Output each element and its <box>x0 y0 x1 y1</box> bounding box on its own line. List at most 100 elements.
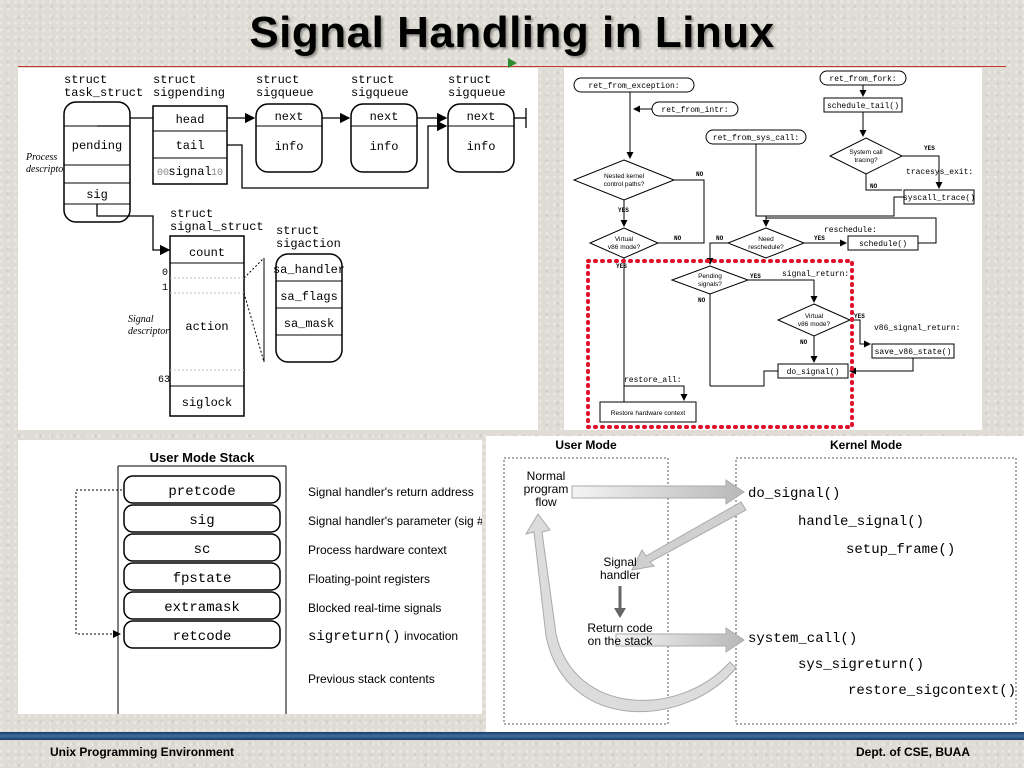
flow-ret-from-exception <box>573 77 695 93</box>
flow-schedule-text: schedule() <box>859 240 907 249</box>
slide-marker-icon <box>508 58 517 68</box>
flow-label-no-3: NO <box>716 235 724 242</box>
user-stack-heading: User Mode Stack <box>150 450 256 465</box>
flow-syscall-trace-text: syscall_trace() <box>903 194 975 203</box>
stack-label-retcode-text: invocation <box>404 629 458 643</box>
normal-flow-text-1: Normal <box>527 469 566 483</box>
pending-bits-start: 00 <box>157 168 169 179</box>
return-arc-arrow <box>524 513 737 713</box>
stack-cell-fpstate <box>123 562 281 591</box>
stack-cell-fpstate-text: fpstate <box>173 571 232 587</box>
signal-field-siglock: siglock <box>182 396 232 410</box>
normal-flow-text-3: flow <box>535 495 557 509</box>
user-stack-diagram: User Mode Stack pretcode sig sc fpstate … <box>75 450 488 714</box>
flow-restore-hw-text: Restore hardware context <box>611 410 686 417</box>
signal-descriptor-label-2: descriptor <box>128 326 169 337</box>
highlight-region <box>586 259 854 429</box>
flow-do-signal-text: do_signal() <box>787 368 840 377</box>
flow-label-no-1: NO <box>696 171 704 178</box>
k-setup-frame: setup_frame() <box>846 542 955 558</box>
flow-schedule-tail-text: schedule_tail() <box>827 102 899 111</box>
flow-virtual-2-text-2: v86 mode? <box>798 321 831 328</box>
flow-nested-kernel-text-1: Nested kernel <box>604 173 645 180</box>
page-title: Signal Handling in Linux <box>249 8 775 57</box>
flow-label-yes-4: YES <box>750 273 761 280</box>
flow-need-reschedule <box>726 227 806 259</box>
flow-label-yes-6: YES <box>924 145 935 152</box>
flow-ret-from-exception-text: ret_from_exception: <box>588 82 679 91</box>
sigqueue-3-next: next <box>467 110 496 124</box>
arrow-to-handler <box>631 501 747 571</box>
flow-label-yes-5: YES <box>854 313 865 320</box>
sigqueue2-label-2: sigqueue <box>351 86 409 100</box>
flow-need-reschedule-text-1: Need <box>758 236 774 243</box>
flow-nested-kernel <box>572 159 676 201</box>
flow-reschedule-label: reschedule: <box>824 226 877 235</box>
user-mode-heading: User Mode <box>555 438 617 452</box>
stack-cell-sig <box>123 504 281 533</box>
flow-tracesys-exit: tracesys_exit: <box>906 168 973 177</box>
stack-label-sc: Process hardware context <box>308 543 447 557</box>
flow-virtual-2-text-1: Virtual <box>805 313 824 320</box>
stack-cell-retcode <box>123 620 281 649</box>
flow-label-no-5: NO <box>800 339 808 346</box>
task-field-pending: pending <box>72 139 122 153</box>
stack-label-extramask: Blocked real-time signals <box>308 601 441 615</box>
sigqueue-1: next info <box>255 103 323 173</box>
flow-virtual-2 <box>776 303 852 337</box>
footer-right: Dept. of CSE, BUAA <box>856 745 970 759</box>
sigqueue3-label-2: sigqueue <box>448 86 506 100</box>
sigaction-field-mask: sa_mask <box>284 317 334 331</box>
sigaction-label-2: sigaction <box>276 237 341 251</box>
sigqueue-3: next info <box>447 103 515 173</box>
arrow-to-do-signal <box>571 479 745 505</box>
flow-restore-hw <box>599 401 697 423</box>
signal-index-63: 63 <box>158 375 170 386</box>
return-flowchart: ret_from_exception: ret_from_intr: ret_f… <box>572 70 975 429</box>
process-descriptor-label-2: descriptor <box>26 164 67 175</box>
signal-index-1: 1 <box>162 283 168 294</box>
stack-cell-retcode-text: retcode <box>173 629 232 645</box>
descriptor-diagram-panel: struct task_struct struct sigpending str… <box>18 68 538 430</box>
flow-label-yes-2: YES <box>814 235 825 242</box>
sigqueue-2-next: next <box>370 110 399 124</box>
sigaction-field-flags: sa_flags <box>280 290 338 304</box>
pending-field-tail: tail <box>176 139 205 153</box>
flowchart-panel: ret_from_exception: ret_from_intr: ret_f… <box>564 68 982 430</box>
flow-label-no-2: NO <box>674 235 682 242</box>
sigqueue2-label-1: struct <box>351 73 394 87</box>
sigqueue-3-info: info <box>467 140 496 154</box>
stack-cell-extramask <box>123 591 281 620</box>
stack-cell-pretcode <box>123 475 281 504</box>
sigqueue-1-next: next <box>275 110 304 124</box>
sigqueue3-label-1: struct <box>448 73 491 87</box>
stack-cell-sc-text: sc <box>194 542 211 558</box>
k-system-call: system_call() <box>748 631 857 647</box>
stack-label-fpstate: Floating-point registers <box>308 572 430 586</box>
descriptor-diagram: struct task_struct struct sigpending str… <box>25 73 527 417</box>
flow-label-no-6: NO <box>870 183 878 190</box>
flow-virtual-1 <box>588 227 660 259</box>
task-field-sig: sig <box>86 188 108 202</box>
return-code-text-1: Return code <box>587 621 653 635</box>
flow-label-yes-3: YES <box>616 263 627 270</box>
flow-nested-kernel-text-2: control paths? <box>604 181 645 188</box>
sigpending-label-1: struct <box>153 73 196 87</box>
footer-left: Unix Programming Environment <box>50 745 235 759</box>
flow-syscall-tracing-text-2: tracing? <box>854 157 878 164</box>
flow-ret-from-intr-text: ret_from_intr: <box>661 106 728 115</box>
sigpending-box <box>152 105 228 185</box>
kernel-mode-region <box>735 457 1017 725</box>
signal-handler-text-1: Signal <box>603 555 636 569</box>
task-struct-label-2: task_struct <box>64 86 143 100</box>
flow-label-no-4: NO <box>698 297 706 304</box>
flow-signal-return-label: signal_return: <box>782 270 849 279</box>
signal-handler-text-2: handler <box>600 568 640 582</box>
pending-field-signal: signal <box>168 165 211 179</box>
user-stack-panel: User Mode Stack pretcode sig sc fpstate … <box>18 440 488 714</box>
sigpending-label-2: sigpending <box>153 86 225 100</box>
stack-cell-sig-text: sig <box>189 513 214 529</box>
sigqueue-2: next info <box>350 103 418 173</box>
user-mode-region <box>503 457 669 725</box>
flow-virtual-1-text-1: Virtual <box>615 236 634 243</box>
